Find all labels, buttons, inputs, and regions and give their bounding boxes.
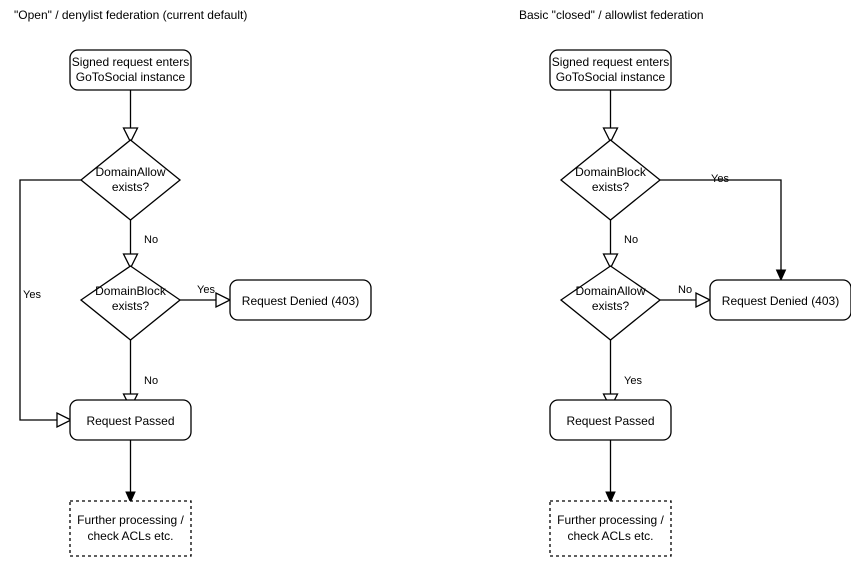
right-arrowhead-further — [605, 491, 616, 504]
left-arrowhead-further — [125, 491, 136, 504]
left-further-node — [69, 500, 192, 557]
right-column-title: Basic "closed" / allowlist federation — [519, 8, 704, 22]
left-arrowhead-passed-from-yes — [56, 411, 73, 429]
left-edge-label-decision1-no: No — [144, 234, 158, 246]
right-denied-label: Request Denied (403) — [722, 294, 839, 308]
right-edge-label-decision2-no: No — [678, 284, 692, 296]
right-edge-label-decision1-no: No — [624, 234, 638, 246]
right-edge-label-decision1-yes: Yes — [711, 173, 729, 185]
left-edge-label-decision2-yes: Yes — [197, 284, 215, 296]
right-arrowhead-denied-from-yes — [775, 269, 787, 282]
left-further-label-line1: Further processing / — [77, 513, 184, 527]
left-start-label-line1: Signed request enters — [72, 55, 189, 69]
right-edge-decision1-yes — [660, 179, 782, 272]
left-arrowhead-denied — [215, 291, 232, 309]
right-arrowhead-denied — [695, 291, 712, 309]
right-decision2-label-line2: exists? — [592, 299, 630, 313]
right-start-label-line2: GoToSocial instance — [556, 70, 666, 84]
right-further-label-line1: Further processing / — [557, 513, 664, 527]
right-denied-node — [709, 279, 851, 321]
right-further-label-line2: check ACLs etc. — [567, 529, 653, 543]
left-further-label-line2: check ACLs etc. — [87, 529, 173, 543]
left-arrowhead-decision1 — [122, 127, 139, 144]
left-edge-label-decision1-yes: Yes — [23, 289, 41, 301]
right-decision2-label-line1: DomainAllow — [575, 284, 645, 298]
left-arrowhead-decision2 — [122, 253, 139, 270]
right-decision1-label-line2: exists? — [592, 180, 630, 194]
left-denied-label: Request Denied (403) — [242, 294, 359, 308]
left-decision1-label-line2: exists? — [112, 180, 150, 194]
left-edge-label-decision2-no: No — [144, 375, 158, 387]
left-edge-decision1-yes — [19, 179, 81, 421]
left-start-label-line2: GoToSocial instance — [76, 70, 186, 84]
left-denied-node — [229, 279, 372, 321]
right-decision1-label-line1: DomainBlock — [575, 165, 647, 179]
right-arrowhead-decision1 — [602, 127, 619, 144]
left-passed-label: Request Passed — [86, 414, 174, 428]
left-decision1-label-line1: DomainAllow — [95, 165, 165, 179]
left-column-title: "Open" / denylist federation (current de… — [14, 8, 247, 22]
left-decision2-label-line2: exists? — [112, 299, 150, 313]
left-decision2-label-line1: DomainBlock — [95, 284, 167, 298]
right-arrowhead-decision2 — [602, 253, 619, 270]
right-passed-label: Request Passed — [566, 414, 654, 428]
right-further-node — [549, 500, 672, 557]
right-start-label-line1: Signed request enters — [552, 55, 669, 69]
right-edge-label-decision2-yes: Yes — [624, 375, 642, 387]
